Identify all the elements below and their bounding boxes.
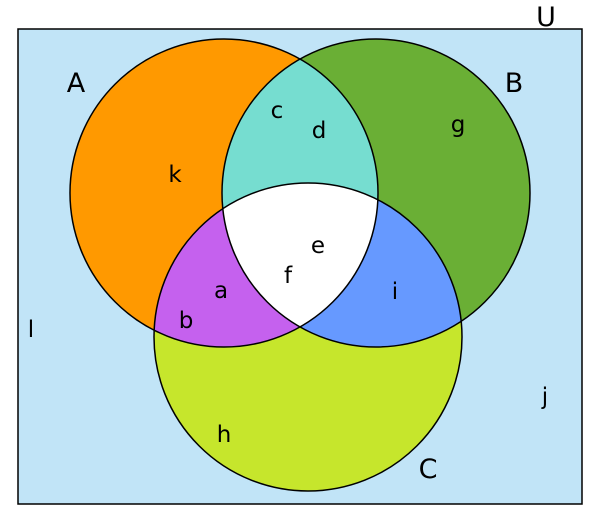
region-c-only-label: h [217,422,232,448]
region-ab-label-2: d [312,118,327,144]
set-a-label: A [67,68,86,99]
region-bc-label: i [392,279,398,305]
region-ab-label-1: c [271,98,284,124]
region-b-only-label: g [451,112,466,138]
region-ac-label-2: b [179,308,194,334]
set-a-outline [69,38,379,348]
region-abc-label-2: f [284,263,293,289]
outside-label-2: j [541,384,548,410]
set-b-label: B [505,68,524,99]
set-c-outline [153,182,463,492]
universe-label: U [536,2,556,33]
outside-label-1: l [28,317,34,343]
region-ac-label-1: a [214,278,228,304]
set-b-outline [221,38,531,348]
region-abc-label-1: e [311,233,325,259]
set-c-label: C [419,454,438,485]
region-a-only-label: k [168,162,182,188]
